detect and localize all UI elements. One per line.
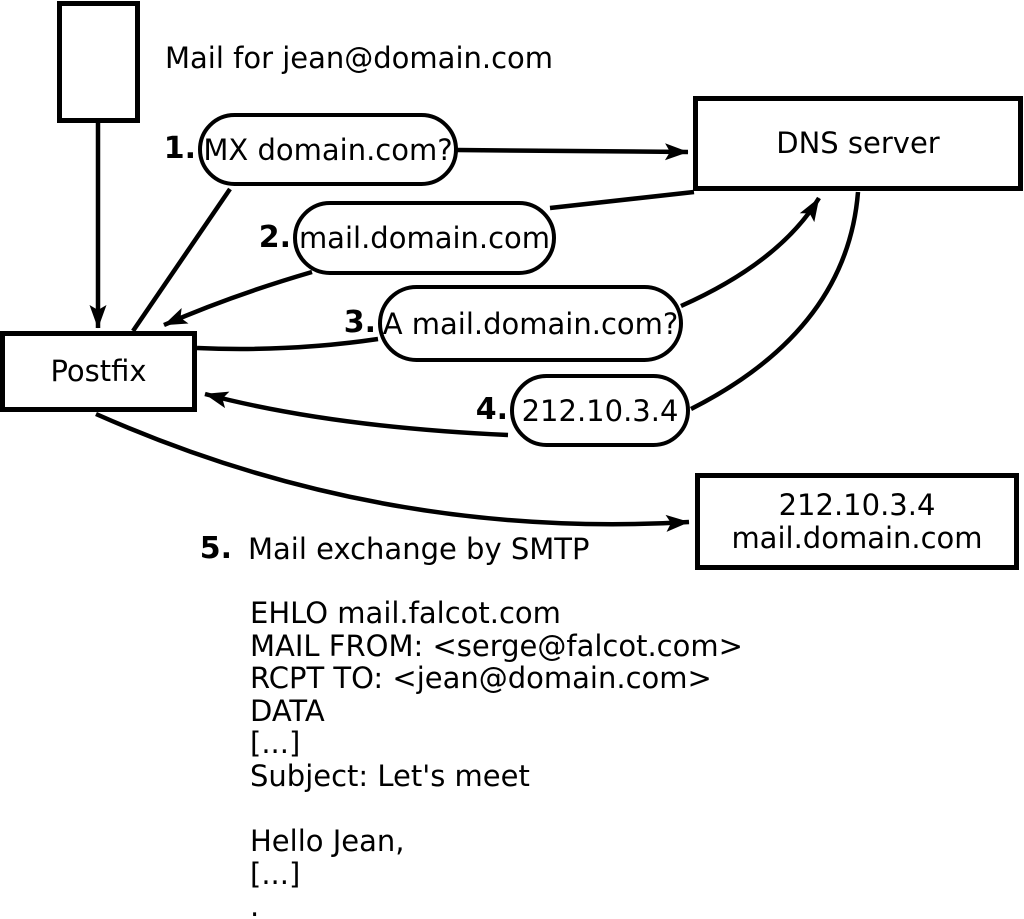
dns-server-node-label: DNS server (776, 126, 940, 160)
mail-server-node: 212.10.3.4 mail.domain.com (695, 473, 1019, 570)
smtp-line: DATA (250, 693, 325, 728)
step-number-2: 2. (258, 220, 291, 255)
postfix-node-label: Postfix (50, 354, 147, 388)
smtp-line: . (250, 889, 260, 919)
smtp-line: MAIL FROM: <serge@falcot.com> (250, 628, 743, 663)
smtp-line: EHLO mail.falcot.com (250, 596, 561, 630)
arrow-query3-to-dns (680, 196, 821, 309)
arrow-reply2-to-postfix (163, 269, 313, 328)
arrow-query1-to-dns (456, 143, 689, 161)
smtp-line-blank (250, 793, 743, 826)
step-number-3: 3. (343, 305, 376, 340)
smtp-line: Hello Jean, (250, 824, 405, 859)
query-pill-mx: MX domain.com? (198, 113, 458, 186)
query-pill-mx-label: MX domain.com? (203, 132, 453, 167)
line-postfix-to-query3 (196, 336, 379, 352)
mail-server-hostname: mail.domain.com (731, 520, 983, 555)
line-dns-to-reply4 (689, 191, 861, 412)
step-5-label: Mail exchange by SMTP (248, 532, 590, 566)
mail-label: Mail for jean@domain.com (165, 41, 554, 75)
reply-pill-ip-label: 212.10.3.4 (521, 393, 679, 428)
smtp-line: [...] (250, 726, 301, 761)
dns-server-node: DNS server (693, 96, 1023, 191)
reply-pill-mailhost: mail.domain.com (293, 201, 556, 275)
query-pill-a-record-label: A mail.domain.com? (382, 306, 679, 341)
mail-message-rect (57, 1, 140, 123)
smtp-line: RCPT TO: <jean@domain.com> (250, 661, 712, 696)
reply-pill-ip: 212.10.3.4 (510, 374, 690, 447)
step-number-5: 5. (199, 531, 232, 566)
reply-pill-mailhost-label: mail.domain.com (298, 221, 551, 255)
line-postfix-to-query1 (131, 187, 232, 333)
smtp-session-block: EHLO mail.falcot.com MAIL FROM: <serge@f… (250, 597, 743, 919)
step-number-1: 1. (163, 131, 196, 166)
postfix-node: Postfix (0, 331, 197, 412)
smtp-line: Subject: Let's meet (250, 758, 530, 793)
arrow-postfix-to-mailserver (95, 411, 690, 532)
line-dns-to-reply2 (549, 189, 695, 211)
step-number-4: 4. (475, 392, 508, 427)
smtp-line: [...] (250, 856, 301, 891)
query-pill-a-record: A mail.domain.com? (378, 285, 683, 362)
mail-server-ip: 212.10.3.4 (778, 487, 936, 522)
arrow-reply4-to-postfix (204, 391, 509, 438)
